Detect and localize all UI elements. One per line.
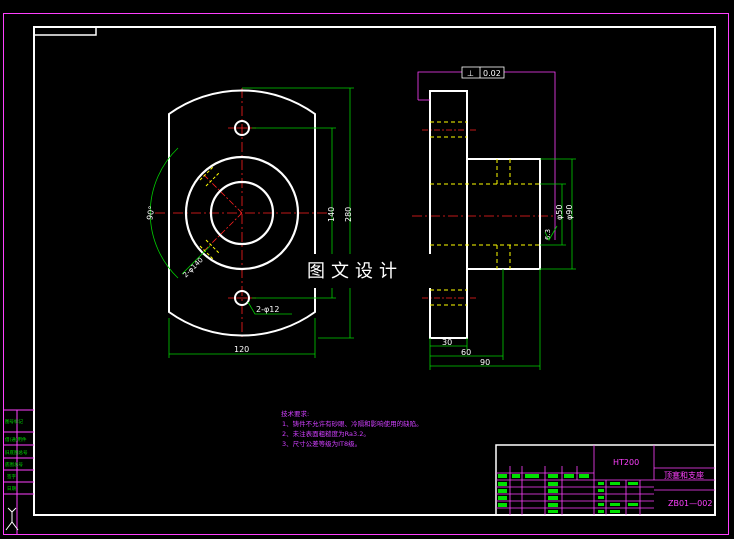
tb-material: HT200 bbox=[613, 458, 639, 467]
dim-60-label: 60 bbox=[461, 348, 471, 357]
tb-drawing-no: ZB01—002 bbox=[668, 499, 712, 508]
angle-dim-label: 90° bbox=[145, 205, 156, 221]
left-strip-label-5: 签字 bbox=[7, 473, 16, 480]
bolt-hole-top bbox=[234, 120, 250, 136]
technical-notes: 技术要求: 1、铸件不允许有砂眼、冷隔和影响使用的缺陷。 2、未注表面粗糙度为R… bbox=[281, 409, 423, 448]
tolerance-frame bbox=[461, 66, 505, 79]
notes-title: 技术要求: bbox=[281, 409, 309, 418]
boss-outer-circle bbox=[184, 155, 300, 271]
flange-section bbox=[429, 90, 468, 339]
left-strip-label-3: 旧底图总号 bbox=[5, 449, 28, 456]
tolerance-leader bbox=[417, 71, 556, 240]
hole-circle-dim-label: 2-φ140 bbox=[182, 256, 205, 279]
roughness-label: 6.3 bbox=[544, 229, 552, 240]
bolt-hole-leader bbox=[247, 301, 292, 315]
angle-arc bbox=[149, 147, 179, 279]
outer-border bbox=[3, 13, 729, 535]
watermark-bg bbox=[300, 254, 440, 288]
bolt-hole-dim-label: 2-φ12 bbox=[256, 305, 279, 314]
frame-corner-tab bbox=[33, 26, 97, 36]
height-dim-inner-label: 140 bbox=[327, 207, 336, 222]
tb-part-name: 顶塞和支座 bbox=[664, 470, 704, 480]
width-dim-label: 120 bbox=[234, 345, 249, 354]
flange-outline bbox=[168, 89, 316, 337]
tolerance-symbol: ⊥ bbox=[467, 69, 474, 78]
bolt-hole-bottom bbox=[234, 290, 250, 306]
dim-30-label: 30 bbox=[442, 338, 452, 347]
watermark: 图文设计 bbox=[307, 261, 403, 282]
left-strip: 图号标记 借(通)用件 旧底图总号 底图总号 签字 日期 bbox=[3, 409, 34, 534]
notes-item-2: 2、未注表面粗糙度为Ra3.2。 bbox=[282, 429, 370, 438]
side-view: ⊥ 0.02 φ50 φ90 6.3 30 60 90 bbox=[412, 66, 576, 370]
notes-item-3: 3、尺寸公差等级为IT8级。 bbox=[282, 439, 361, 448]
ucs-icon bbox=[5, 507, 19, 531]
title-block: HT200 顶塞和支座 ZB01—002 bbox=[495, 444, 716, 516]
dim-90-label: 90 bbox=[480, 358, 490, 367]
left-strip-label-2: 借(通)用件 bbox=[5, 436, 27, 443]
front-view: 90° 2-φ140 2-φ12 120 140 280 bbox=[145, 87, 354, 358]
boss-section bbox=[466, 158, 541, 270]
height-dim-outer-label: 280 bbox=[344, 207, 353, 222]
inner-frame bbox=[33, 26, 716, 516]
left-strip-label-6: 日期 bbox=[7, 486, 16, 492]
diam-inner-label: φ50 bbox=[555, 205, 564, 220]
roughness-symbol bbox=[544, 225, 558, 241]
bore-circle bbox=[209, 180, 275, 246]
left-strip-label-1: 图号标记 bbox=[5, 418, 23, 425]
left-strip-label-4: 底图总号 bbox=[5, 461, 23, 468]
tolerance-value: 0.02 bbox=[483, 69, 501, 78]
notes-item-1: 1、铸件不允许有砂眼、冷隔和影响使用的缺陷。 bbox=[282, 419, 423, 428]
diam-outer-label: φ90 bbox=[565, 205, 574, 220]
